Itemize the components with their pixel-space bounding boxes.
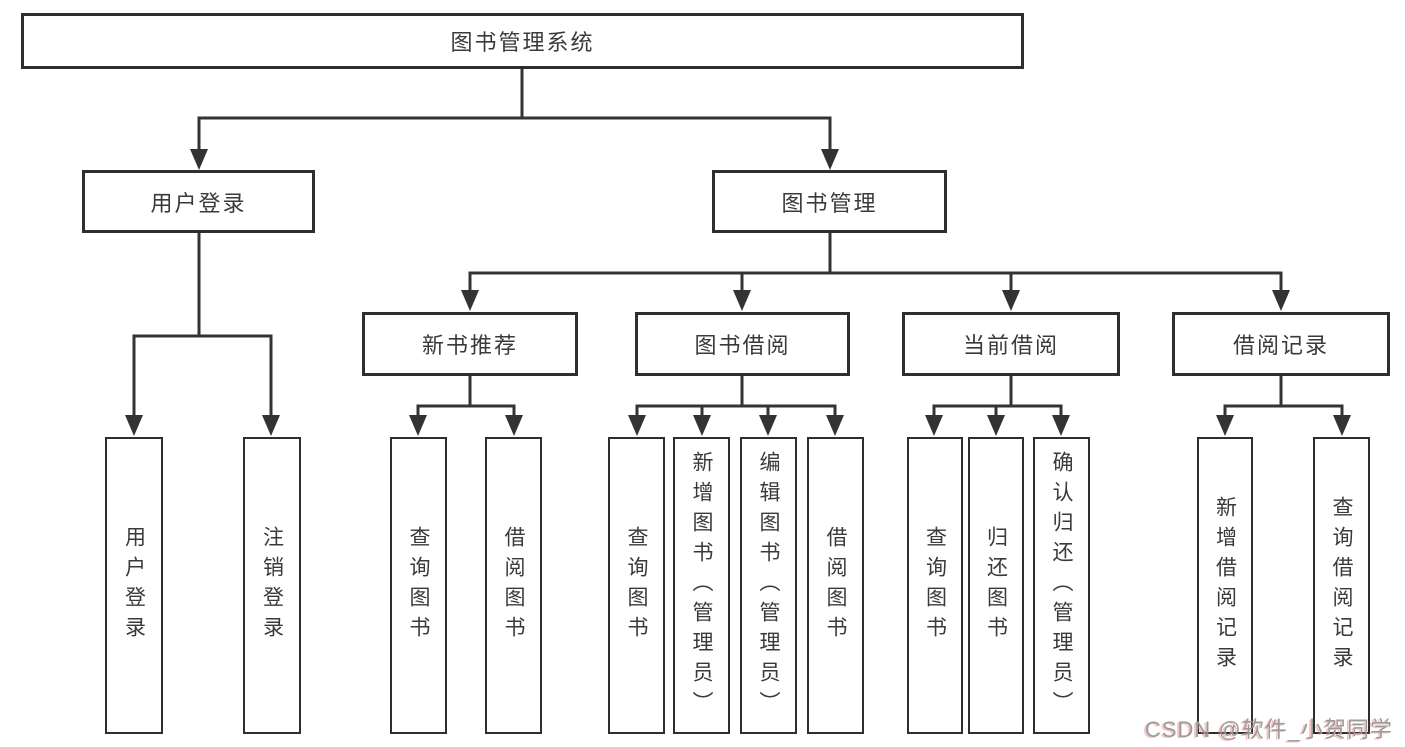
leaf-return-books-label: 归还图书 <box>984 525 1008 646</box>
leaf-return-books: 归还图书 <box>968 437 1024 734</box>
node-root: 图书管理系统 <box>21 13 1024 69</box>
leaf-confirm-return-admin-label: 确认归还（管理员） <box>1050 450 1073 721</box>
leaf-add-borrow-record-label: 新增借阅记录 <box>1213 495 1237 676</box>
node-book-management: 图书管理 <box>712 170 947 233</box>
node-new-book-recommend-label: 新书推荐 <box>421 333 518 358</box>
node-borrow-records: 借阅记录 <box>1172 312 1390 376</box>
leaf-confirm-return-admin: 确认归还（管理员） <box>1033 437 1090 734</box>
node-book-borrowing-label: 图书借阅 <box>694 333 791 358</box>
leaf-query-books-2-label: 查询图书 <box>625 525 648 646</box>
node-root-label: 图书管理系统 <box>450 30 595 55</box>
leaf-query-books-3-label: 查询图书 <box>923 525 947 646</box>
leaf-borrow-books-1: 借阅图书 <box>485 437 542 734</box>
node-book-borrowing: 图书借阅 <box>635 312 850 376</box>
node-current-borrowing-label: 当前借阅 <box>962 333 1059 358</box>
leaf-query-books-3: 查询图书 <box>907 437 963 734</box>
leaf-add-book-admin: 新增图书（管理员） <box>673 437 730 734</box>
node-borrow-records-label: 借阅记录 <box>1232 333 1329 358</box>
leaf-borrow-books-1-label: 借阅图书 <box>502 525 525 646</box>
node-book-management-label: 图书管理 <box>781 190 878 216</box>
node-current-borrowing: 当前借阅 <box>902 312 1120 376</box>
leaf-query-books-2: 查询图书 <box>608 437 665 734</box>
leaf-query-borrow-record: 查询借阅记录 <box>1313 437 1370 734</box>
leaf-query-books-1-label: 查询图书 <box>407 525 430 646</box>
node-new-book-recommend: 新书推荐 <box>362 312 578 376</box>
leaf-borrow-books-2-label: 借阅图书 <box>824 525 847 646</box>
node-user-login: 用户登录 <box>82 170 315 233</box>
leaf-user-login-label: 用户登录 <box>122 525 146 646</box>
leaf-query-borrow-record-label: 查询借阅记录 <box>1330 495 1353 676</box>
watermark: CSDN @软件_小贺同学 <box>1144 717 1393 742</box>
leaf-user-login: 用户登录 <box>105 437 163 734</box>
leaf-query-books-1: 查询图书 <box>390 437 447 734</box>
leaf-borrow-books-2: 借阅图书 <box>807 437 864 734</box>
leaf-edit-book-admin: 编辑图书（管理员） <box>740 437 797 734</box>
leaf-add-book-admin-label: 新增图书（管理员） <box>690 450 713 721</box>
leaf-logout-label: 注销登录 <box>260 525 284 646</box>
leaf-edit-book-admin-label: 编辑图书（管理员） <box>757 450 780 721</box>
node-user-login-label: 用户登录 <box>150 190 247 216</box>
leaf-logout: 注销登录 <box>243 437 301 734</box>
leaf-add-borrow-record: 新增借阅记录 <box>1197 437 1253 734</box>
